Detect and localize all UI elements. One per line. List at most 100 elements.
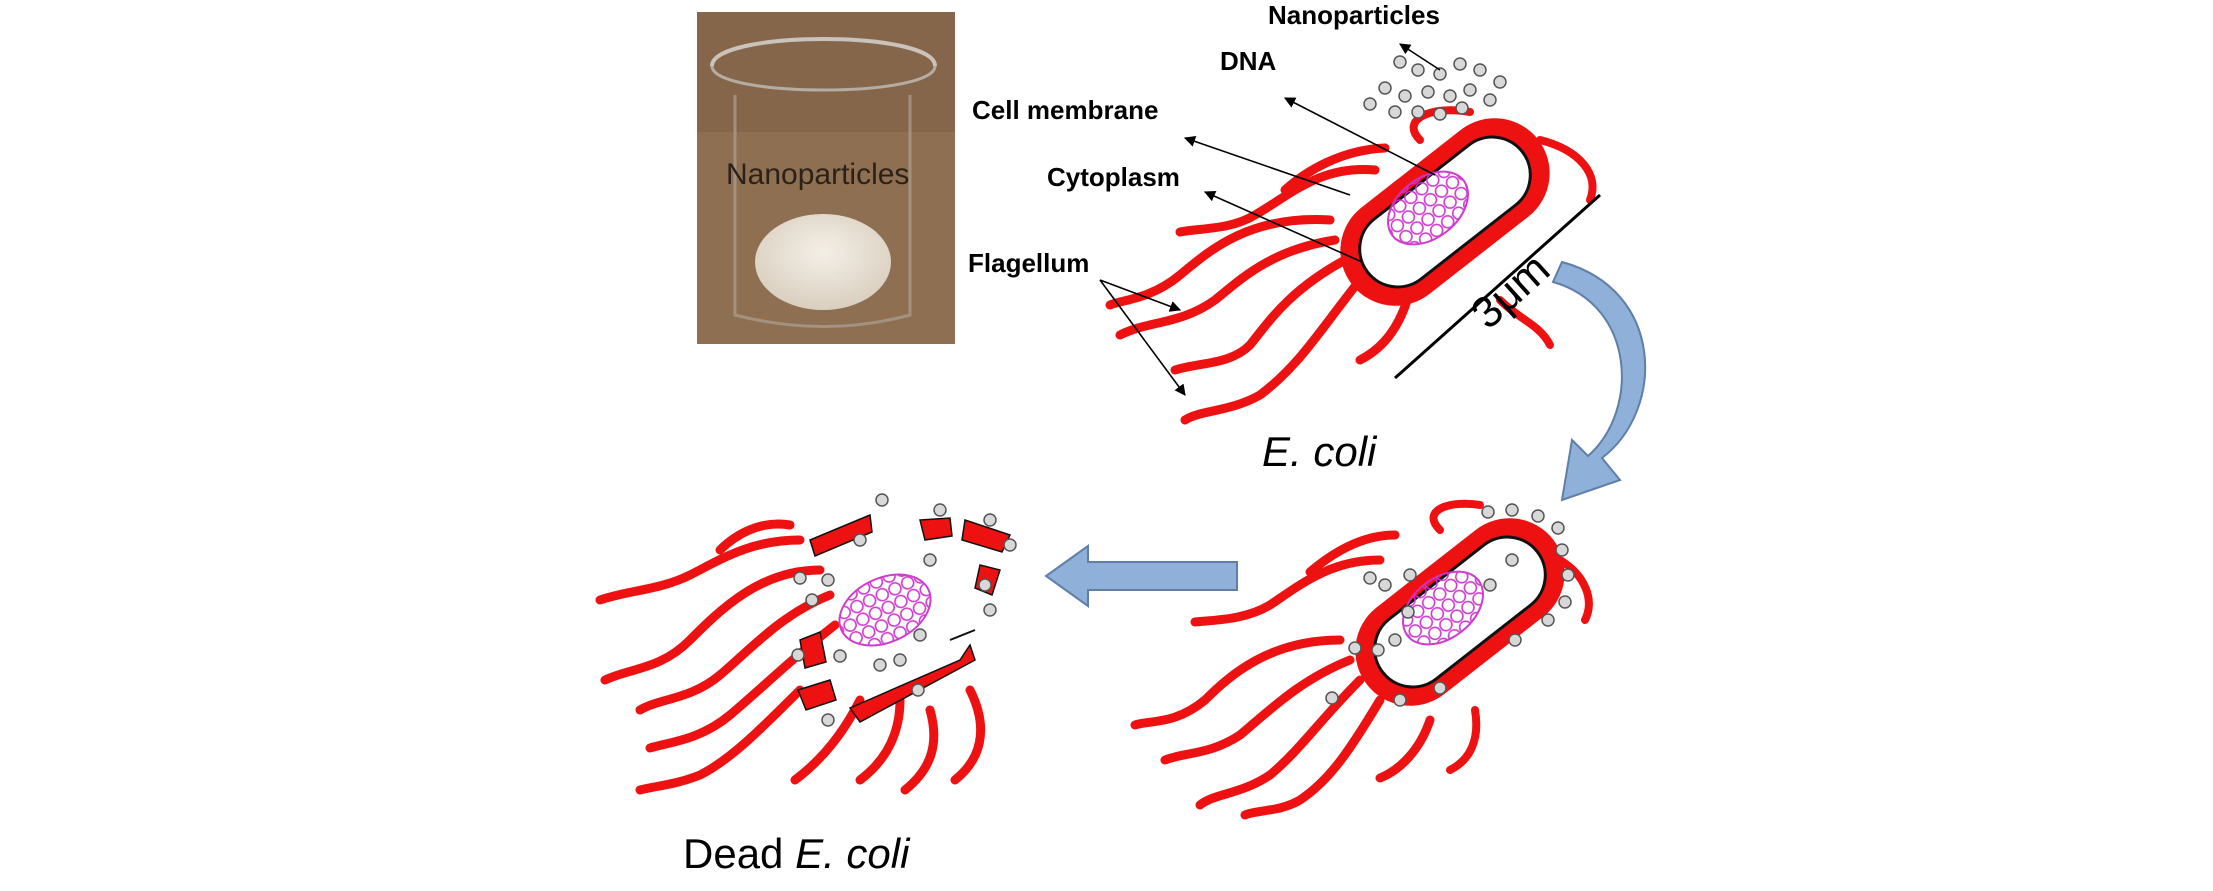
nanoparticle (1348, 641, 1362, 655)
nanoparticle (1433, 107, 1447, 121)
attached-nanoparticles (1325, 503, 1575, 707)
nanoparticle (1558, 595, 1572, 609)
dna (838, 573, 932, 647)
flagellum (950, 685, 986, 785)
nanoparticle (873, 658, 887, 672)
nanoparticle (1411, 63, 1425, 77)
nanoparticle (791, 648, 805, 662)
flagellum (1556, 556, 1593, 624)
nanoparticle (1555, 543, 1569, 557)
nanoparticle (1508, 633, 1522, 647)
flagellum (900, 705, 939, 795)
beaker-label: Nanoparticles (726, 158, 910, 191)
membrane-fragment (961, 519, 1012, 553)
nanoparticle (875, 493, 889, 507)
nanoparticle (821, 713, 835, 727)
nanoparticle (1483, 93, 1497, 107)
nanoparticle (923, 553, 937, 567)
flagellum (715, 519, 795, 555)
flagellum (1375, 715, 1435, 783)
flagellum (1180, 275, 1365, 425)
nanoparticle (1421, 85, 1435, 99)
nanoparticle (805, 593, 819, 607)
flagellum (595, 535, 805, 605)
flagellum-label: Flagellum (968, 248, 1090, 278)
nanoparticle (1463, 83, 1477, 97)
dna (1402, 570, 1484, 646)
flagellum (600, 565, 825, 685)
nanoparticle (1433, 67, 1447, 81)
nanoparticle (1371, 643, 1385, 657)
beaker-photo (697, 12, 955, 344)
nanoparticle (1401, 605, 1415, 619)
flagellum (1496, 296, 1554, 349)
flagellum (1160, 655, 1355, 765)
flagellum (1429, 499, 1484, 534)
flagellum (635, 590, 835, 715)
dead-prefix: Dead (683, 830, 784, 877)
membrane-fragment (848, 643, 976, 723)
nanoparticle (1561, 568, 1575, 582)
nanoparticle-cluster (1363, 55, 1507, 121)
ecoli-caption: E. coli (1262, 428, 1377, 475)
nanoparticle (833, 649, 847, 663)
nanoparticle (1443, 89, 1457, 103)
flagellum (1536, 136, 1597, 204)
nanoparticle (1455, 101, 1469, 115)
nanoparticle (1483, 578, 1497, 592)
nanoparticle (893, 653, 907, 667)
nanoparticles-label: Nanoparticles (1268, 0, 1440, 30)
flagellum (1170, 255, 1350, 375)
nanoparticle (913, 628, 927, 642)
scale-bar (1394, 193, 1601, 380)
cytoplasm-label: Cytoplasm (1047, 162, 1180, 192)
flagellum (855, 695, 905, 785)
nanoparticle (821, 573, 835, 587)
flagellum (1175, 164, 1380, 237)
nanoparticle (1505, 553, 1519, 567)
nanoparticle (1411, 105, 1425, 119)
nanoparticle (1378, 81, 1392, 95)
nanoparticle (1493, 75, 1507, 89)
dna-label: DNA (1220, 46, 1277, 76)
nanoparticle (1481, 505, 1495, 519)
nanoparticle (1541, 613, 1555, 627)
nanoparticle (1378, 578, 1392, 592)
nanoparticle (1393, 55, 1407, 69)
nanoparticle (1003, 538, 1017, 552)
ecoli-cell-with-nanoparticles (1130, 499, 1593, 820)
nanoparticle (1388, 105, 1402, 119)
flagellum (1115, 235, 1340, 340)
flagellum (1305, 530, 1400, 577)
nanoparticle (793, 571, 807, 585)
nanoparticle (978, 578, 992, 592)
flagellum (1240, 695, 1385, 820)
nanoparticle (1433, 681, 1447, 695)
nanoparticle (1398, 89, 1412, 103)
nanoparticle (983, 603, 997, 617)
flagellum (1190, 555, 1385, 627)
label-leader-lines (1099, 43, 1441, 396)
nanoparticle (1363, 571, 1377, 585)
nanoparticle (911, 683, 925, 697)
nanoparticle (933, 503, 947, 517)
dead-ecoli-name: E. coli (795, 830, 910, 877)
flagellum (1446, 706, 1481, 774)
flagellum (1195, 675, 1365, 810)
left-arrow (1044, 544, 1238, 608)
membrane-fragment (809, 513, 873, 558)
nanoparticle (983, 513, 997, 527)
nanoparticle (1531, 509, 1545, 523)
scattered-nanoparticles (791, 493, 1017, 727)
nanoparticle (1388, 633, 1402, 647)
curved-arrow (1551, 260, 1647, 502)
membrane-fragment (919, 517, 953, 541)
nanoparticle (853, 533, 867, 547)
dna (1387, 170, 1469, 246)
cell-membrane-label: Cell membrane (972, 95, 1159, 125)
nanoparticle (1363, 97, 1377, 111)
nanoparticle (1505, 503, 1519, 517)
membrane-fragment (797, 679, 837, 711)
